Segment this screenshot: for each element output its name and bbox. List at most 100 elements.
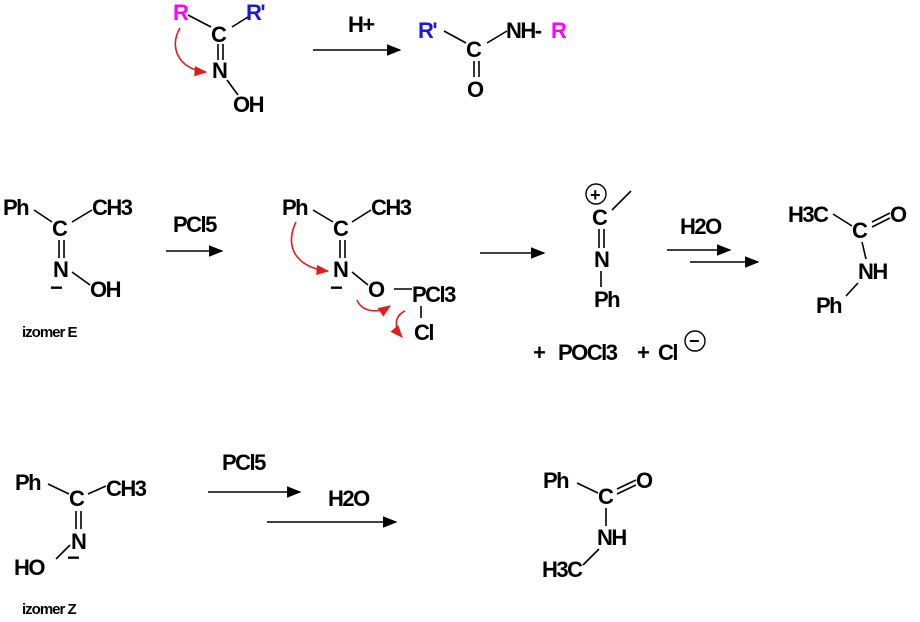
e-c-ch3-bond (71, 209, 93, 223)
z-prod-n-ch3-bond (582, 548, 600, 566)
z-prod-c-o-double-bond-b (616, 484, 637, 495)
e-phenyl-label: Ph (3, 195, 29, 220)
z-n-o-bond (55, 544, 71, 560)
act-n-o-bond (351, 271, 369, 286)
e-nitrogen-label: N (53, 257, 68, 282)
e-hydrolysis-arrows: H2O (667, 214, 760, 268)
imine-carbon-label: C (211, 22, 227, 47)
e-prod-ch3-c-bond (832, 213, 853, 227)
e-n-o-bond (71, 271, 91, 286)
c-nh-bond (486, 30, 508, 44)
e-byproducts: + POCl3 + Cl − (533, 330, 706, 365)
e-prod-c-o-double-bond-a (871, 212, 891, 223)
migration-arrow (174, 27, 208, 77)
e-product-oxygen-label: O (890, 202, 907, 227)
general-reactant-oxime: R R' C N OH (173, 0, 267, 117)
nitrilium-nitrogen-label: N (594, 247, 609, 272)
nitrilium-carbon-label: C (592, 205, 608, 230)
e-product-methyl-label: H3C (788, 202, 829, 227)
rprime-c-bond (443, 30, 467, 44)
imine-nitrogen-label: N (212, 58, 227, 83)
e-lone-pair-minus: − (50, 275, 62, 300)
r-group-label: R (173, 0, 189, 25)
act-c-ch3-bond (351, 209, 372, 223)
act-phenyl-label: Ph (282, 195, 308, 220)
e-hydroxyl-label: OH (90, 277, 121, 302)
z-product-methyl-label: H3C (542, 557, 583, 582)
e-pcl5-arrow: PCl5 (166, 212, 224, 257)
c-rprime-bond (231, 16, 249, 28)
act-pcl3-label: PCl3 (412, 282, 456, 307)
chloride-charge-circle (684, 330, 706, 352)
r-prime-group-label: R' (246, 0, 265, 25)
act-ph-c-bond (312, 209, 334, 223)
byproduct-pocl3: POCl3 (558, 340, 618, 365)
hydroxyl-label: OH (233, 92, 264, 117)
nitrilium-charge-circle (585, 183, 607, 205)
chloride-minus-sign: − (689, 331, 699, 351)
z-lone-pair-minus: − (67, 545, 79, 570)
e-ph-c-bond (33, 209, 53, 223)
z-c-ch3-bond (87, 485, 107, 495)
e-product-nh-label: NH (858, 259, 887, 284)
act-p-cl-cleavage-arrow (390, 310, 406, 338)
e-nitrilium-ion: + C N Ph (585, 183, 632, 312)
z-isomer-caption: izomer Z (22, 601, 77, 618)
acid-catalyst-label: H+ (348, 12, 374, 37)
byproduct-chloride: Cl (658, 340, 677, 365)
e-carbon-label: C (52, 216, 68, 241)
act-methyl-label: CH3 (371, 195, 412, 220)
act-lone-pair-minus: − (330, 275, 342, 300)
product-nh-label: NH- (506, 18, 542, 43)
act-migration-arrow (290, 221, 330, 276)
act-nitrogen-label: N (333, 257, 348, 282)
product-r-label: R (551, 18, 567, 43)
nitrilium-phenyl-label: Ph (594, 287, 620, 312)
product-carbon-label: C (466, 37, 482, 62)
z-phenyl-label: Ph (15, 470, 41, 495)
e-prod-c-o-double-bond-b (871, 217, 891, 228)
z-water-label: H2O (328, 486, 370, 511)
n-o-bond (226, 79, 239, 96)
act-carbon-label: C (333, 216, 349, 241)
z-product-carbon-label: C (598, 484, 614, 509)
act-n-o-cleavage-arrow (356, 299, 392, 317)
e-isomer-caption: izomer E (22, 324, 78, 341)
e-product-phenyl-label: Ph (816, 293, 842, 318)
z-isomer-oxime: Ph C CH3 N HO − izomer Z (14, 470, 148, 618)
nitrilium-c-ch3-bond (611, 190, 632, 211)
z-prod-c-o-double-bond-a (616, 479, 637, 490)
r-c-bond (187, 14, 212, 28)
z-product-phenyl-label: Ph (543, 468, 569, 493)
general-product-amide: R' C NH- R O (418, 18, 569, 102)
byproduct-plus-1: + (533, 340, 545, 365)
e-methyl-label: CH3 (92, 195, 133, 220)
z-carbon-label: C (69, 486, 85, 511)
e-product-carbon-label: C (852, 218, 868, 243)
e-product-acetanilide: H3C C O NH Ph (788, 202, 909, 318)
nitrilium-plus-sign: + (590, 185, 600, 205)
product-oxygen-label: O (467, 77, 484, 102)
byproduct-plus-2: + (637, 340, 649, 365)
e-activated-intermediate: Ph C CH3 N − O PCl3 Cl (282, 195, 458, 345)
z-prod-ph-c-bond (576, 482, 599, 494)
z-pcl5-label: PCl5 (222, 450, 266, 475)
general-acid-arrow: H+ (313, 12, 402, 56)
e-isomer-oxime: Ph C CH3 N OH − izomer E (3, 195, 134, 341)
e-prod-n-ph-bond (845, 282, 859, 297)
z-product-oxygen-label: O (636, 468, 653, 493)
e-water-label: H2O (680, 214, 722, 239)
act-oxygen-label: O (368, 277, 385, 302)
z-reaction-arrows: PCl5 H2O (208, 450, 398, 528)
z-hydroxyl-label: HO (14, 555, 45, 580)
z-product-n-methylbenzamide: Ph C O NH H3C (542, 468, 655, 582)
product-r-prime-label: R' (418, 18, 437, 43)
e-prod-c-n-bond (861, 241, 867, 260)
z-nitrogen-label: N (71, 529, 86, 554)
act-chloride-label: Cl (414, 320, 433, 345)
z-ph-c-bond (47, 483, 70, 495)
z-methyl-label: CH3 (106, 476, 147, 501)
z-product-nh-label: NH (597, 525, 626, 550)
